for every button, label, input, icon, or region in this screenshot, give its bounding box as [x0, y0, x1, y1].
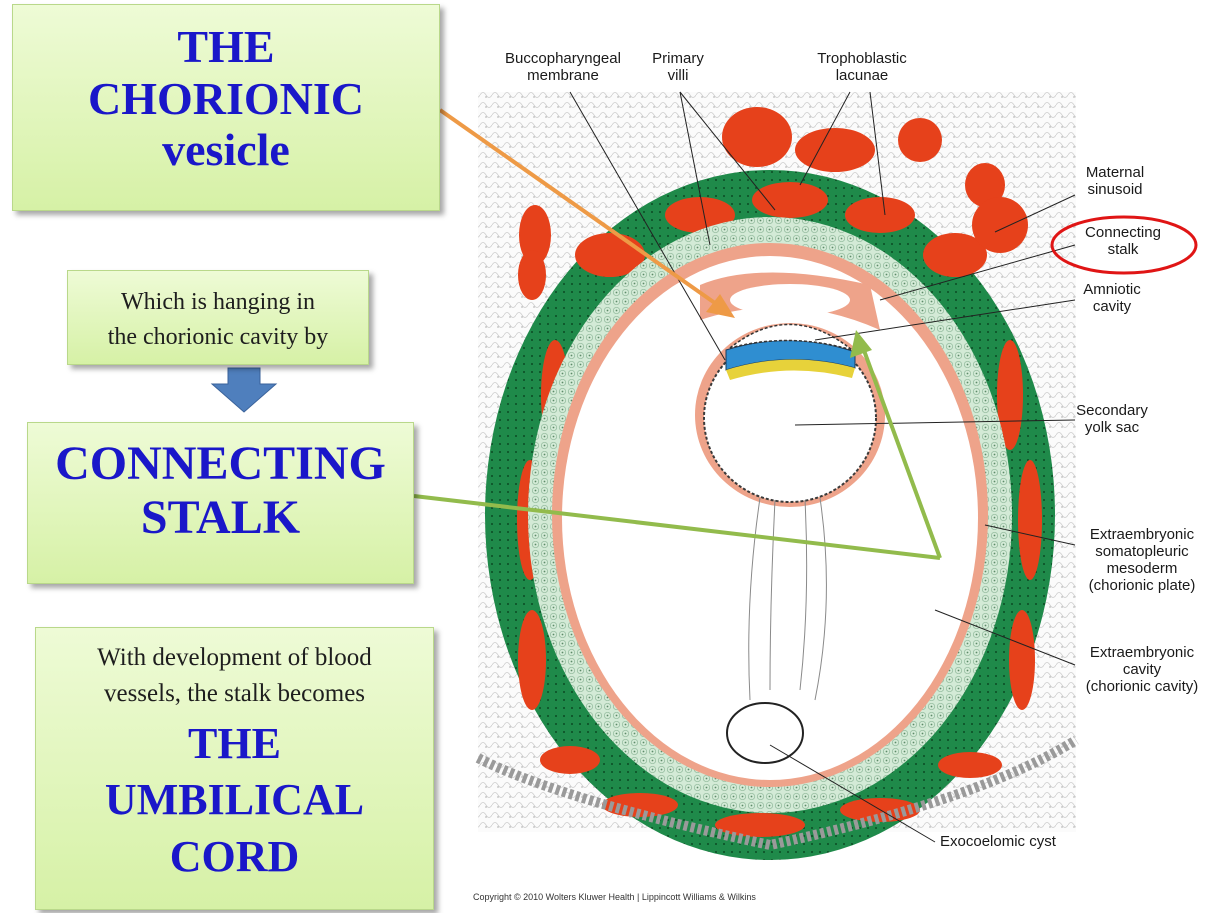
connecting-stalk-line1: CONNECTING — [28, 437, 413, 491]
copyright-text: Copyright © 2010 Wolters Kluwer Health |… — [473, 892, 756, 902]
umbilical-line2: vessels, the stalk becomes — [36, 676, 433, 712]
label-cavity-1: Extraembryonic — [1090, 644, 1195, 661]
umbilical-line4: UMBILICAL — [36, 775, 433, 826]
label-buccopharyngeal-2: membrane — [527, 67, 599, 84]
label-cavity-3: (chorionic cavity) — [1086, 678, 1199, 695]
label-buccopharyngeal-1: Buccopharyngeal — [505, 50, 621, 67]
chorionic-vesicle-box: THE CHORIONIC vesicle — [12, 4, 440, 211]
umbilical-line3: THE — [36, 719, 433, 770]
label-maternal-2: sinusoid — [1087, 181, 1142, 198]
label-cavity-2: cavity — [1123, 661, 1162, 678]
hanging-line2: the chorionic cavity by — [68, 320, 368, 355]
down-arrow — [212, 368, 276, 412]
label-secondary-yolk-1: Secondary — [1076, 402, 1148, 419]
label-somato-2: somatopleuric — [1095, 543, 1189, 560]
umbilical-line5: CORD — [36, 832, 433, 883]
label-connecting-2: stalk — [1108, 241, 1139, 258]
label-primary-villi-1: Primary — [652, 50, 704, 67]
label-somato-4: (chorionic plate) — [1089, 577, 1196, 594]
exocoelomic-cyst — [727, 703, 803, 763]
label-amniotic-1: Amniotic — [1083, 281, 1141, 298]
connecting-stalk-box: CONNECTING STALK — [27, 422, 414, 584]
amnion-upper-cleft — [730, 284, 850, 316]
chorionic-vesicle-line3: vesicle — [13, 124, 439, 176]
label-amniotic-2: cavity — [1093, 298, 1132, 315]
label-primary-villi-2: villi — [668, 67, 689, 84]
label-exocoelomic-cyst: Exocoelomic cyst — [940, 833, 1057, 850]
hanging-line1: Which is hanging in — [68, 285, 368, 320]
label-trophoblastic-2: lacunae — [836, 67, 889, 84]
chorionic-vesicle-line1: THE — [13, 21, 439, 73]
label-connecting-1: Connecting — [1085, 224, 1161, 241]
chorionic-vesicle-line2: CHORIONIC — [13, 73, 439, 125]
label-trophoblastic-1: Trophoblastic — [817, 50, 907, 67]
umbilical-line1: With development of blood — [36, 640, 433, 676]
label-secondary-yolk-2: yolk sac — [1085, 419, 1140, 436]
umbilical-cord-box: With development of blood vessels, the s… — [35, 627, 434, 910]
hanging-box: Which is hanging in the chorionic cavity… — [67, 270, 369, 365]
label-maternal-1: Maternal — [1086, 164, 1144, 181]
label-somato-1: Extraembryonic — [1090, 526, 1195, 543]
connecting-stalk-line2: STALK — [28, 491, 413, 545]
label-somato-3: mesoderm — [1107, 560, 1178, 577]
